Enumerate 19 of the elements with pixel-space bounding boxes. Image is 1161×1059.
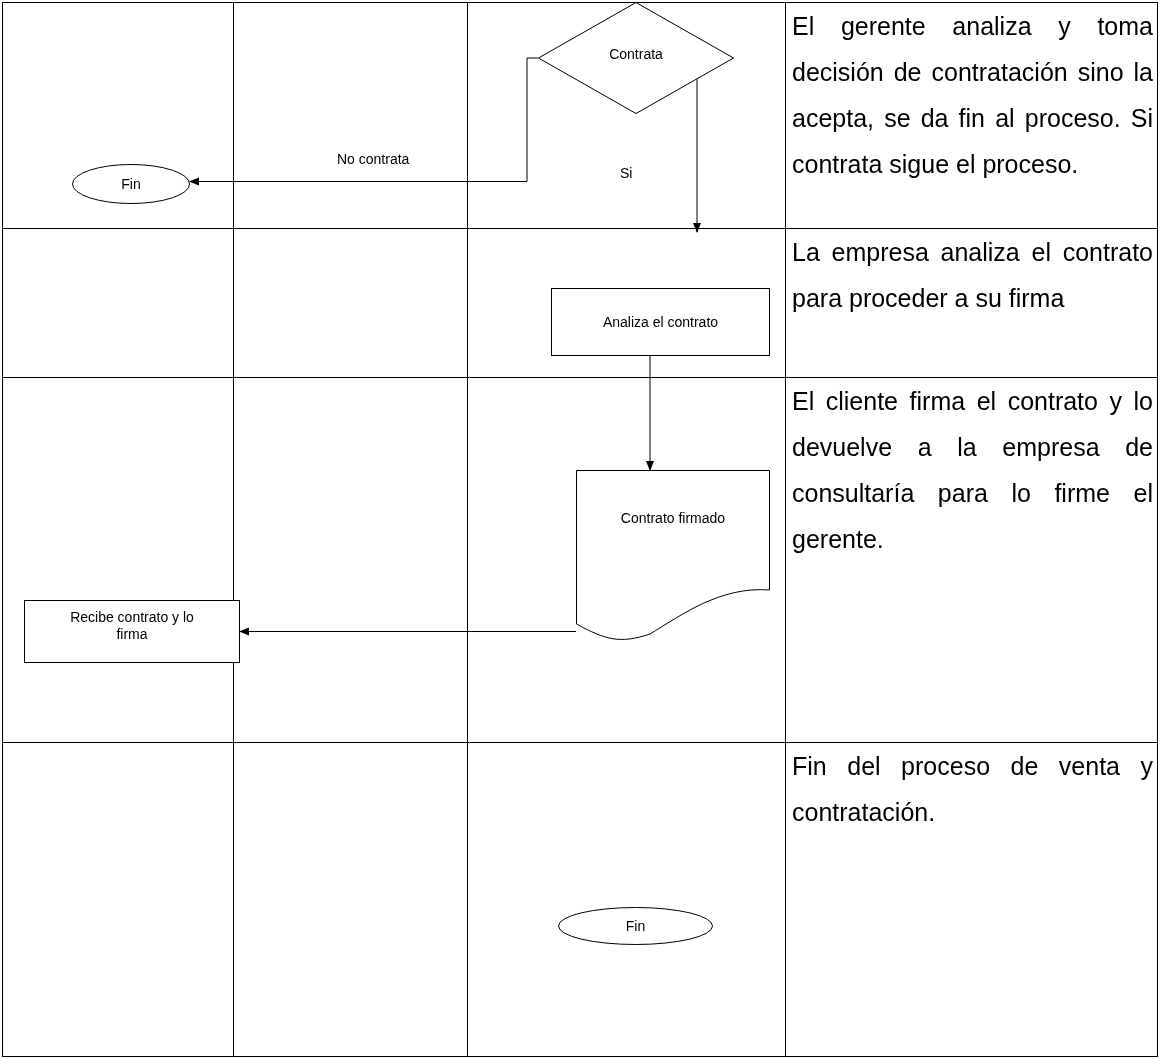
node-text: Contrato firmado xyxy=(620,509,726,527)
node-text: Analiza el contrato xyxy=(602,313,719,331)
node-text: Fin xyxy=(625,917,646,935)
process-box xyxy=(24,600,240,663)
terminator-ellipse xyxy=(558,907,713,945)
arrow xyxy=(646,355,654,471)
step-description: El gerente analiza y toma decisión de contratación sino la acepta, se da fin al proceso. Si contrata sigue el proceso. xyxy=(791,11,1154,180)
node-text: Recibe contrato y lo firma xyxy=(69,608,195,643)
terminator-ellipse xyxy=(72,164,190,204)
process-box xyxy=(551,288,770,356)
node-text: Contrata xyxy=(609,45,663,63)
step-description: El cliente firma el contrato y lo devuelve a la empresa de consultaría para lo firme el gerente. xyxy=(791,386,1154,555)
arrow xyxy=(693,78,701,233)
arrow xyxy=(239,627,577,636)
step-description: Fin del proceso de venta y contratación. xyxy=(791,751,1154,828)
arrow xyxy=(189,57,539,186)
node-text: Fin xyxy=(121,175,141,193)
step-description: La empresa analiza el contrato para proceder a su firma xyxy=(791,237,1154,314)
decision-diamond xyxy=(538,2,734,114)
